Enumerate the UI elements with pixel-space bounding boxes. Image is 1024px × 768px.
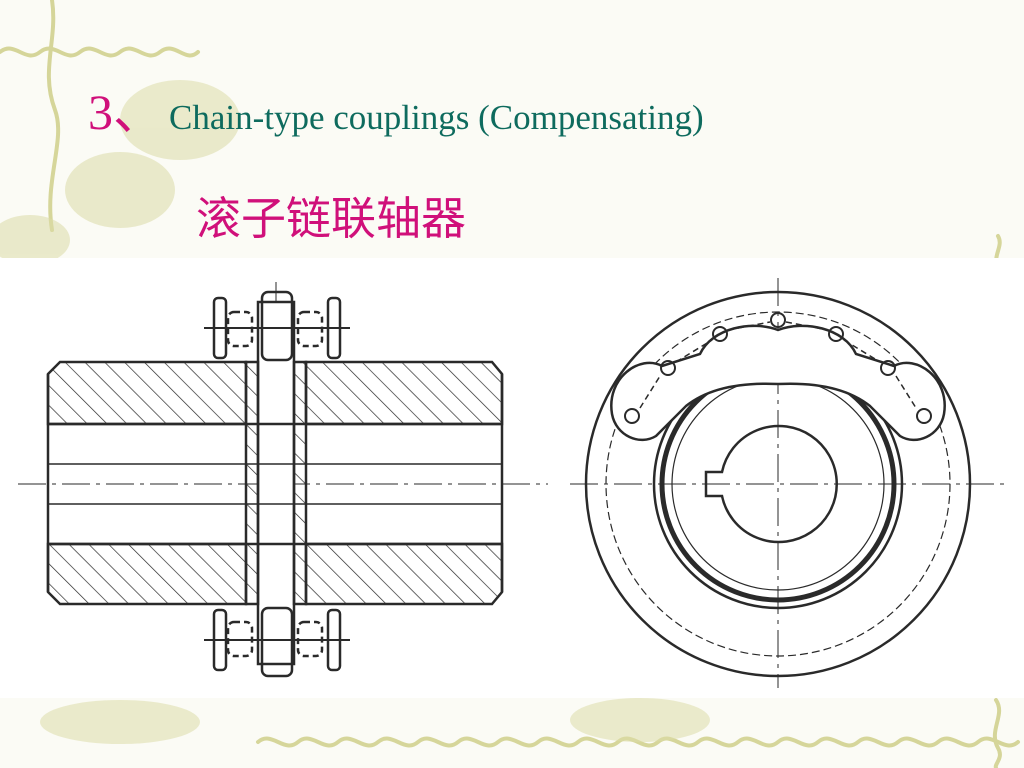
hub-left-bottom	[46, 542, 248, 606]
leaf-blob	[120, 80, 240, 160]
vine-stem-right-bottom	[992, 698, 1002, 768]
sectional-side-view	[18, 282, 548, 678]
leaf-blob	[65, 152, 175, 228]
sprocket-plate	[256, 300, 296, 666]
hub-right-bottom	[304, 542, 504, 606]
title-text: Chain-type couplings (Compensating)	[169, 98, 704, 137]
hub-right-top	[304, 360, 504, 426]
leaf-blob	[570, 698, 710, 742]
chain-rollers-bottom	[204, 606, 350, 678]
vine-stem-top-left	[46, 0, 61, 232]
chain-rollers-top	[204, 290, 350, 362]
slide-title: 3、Chain-type couplings (Compensating)	[88, 72, 704, 142]
hub-left-top	[46, 360, 248, 426]
outer-ring	[584, 290, 972, 678]
vine-horizontal-top	[0, 46, 200, 58]
leaf-blob	[0, 215, 70, 265]
bore-with-keyway	[704, 424, 838, 544]
end-view-with-chain	[570, 278, 1010, 688]
sprocket-left-web	[244, 360, 260, 606]
chain-pins	[624, 312, 932, 424]
sprocket-right-web	[292, 360, 308, 606]
coupling-drawing	[18, 278, 1010, 688]
chain-links	[610, 324, 946, 442]
title-number: 3、	[88, 84, 163, 140]
leaf-blob	[40, 700, 200, 744]
drawing-panel	[0, 258, 1024, 698]
slide-subtitle: 滚子链联轴器	[196, 192, 467, 245]
vine-horizontal-bottom	[256, 736, 1020, 748]
